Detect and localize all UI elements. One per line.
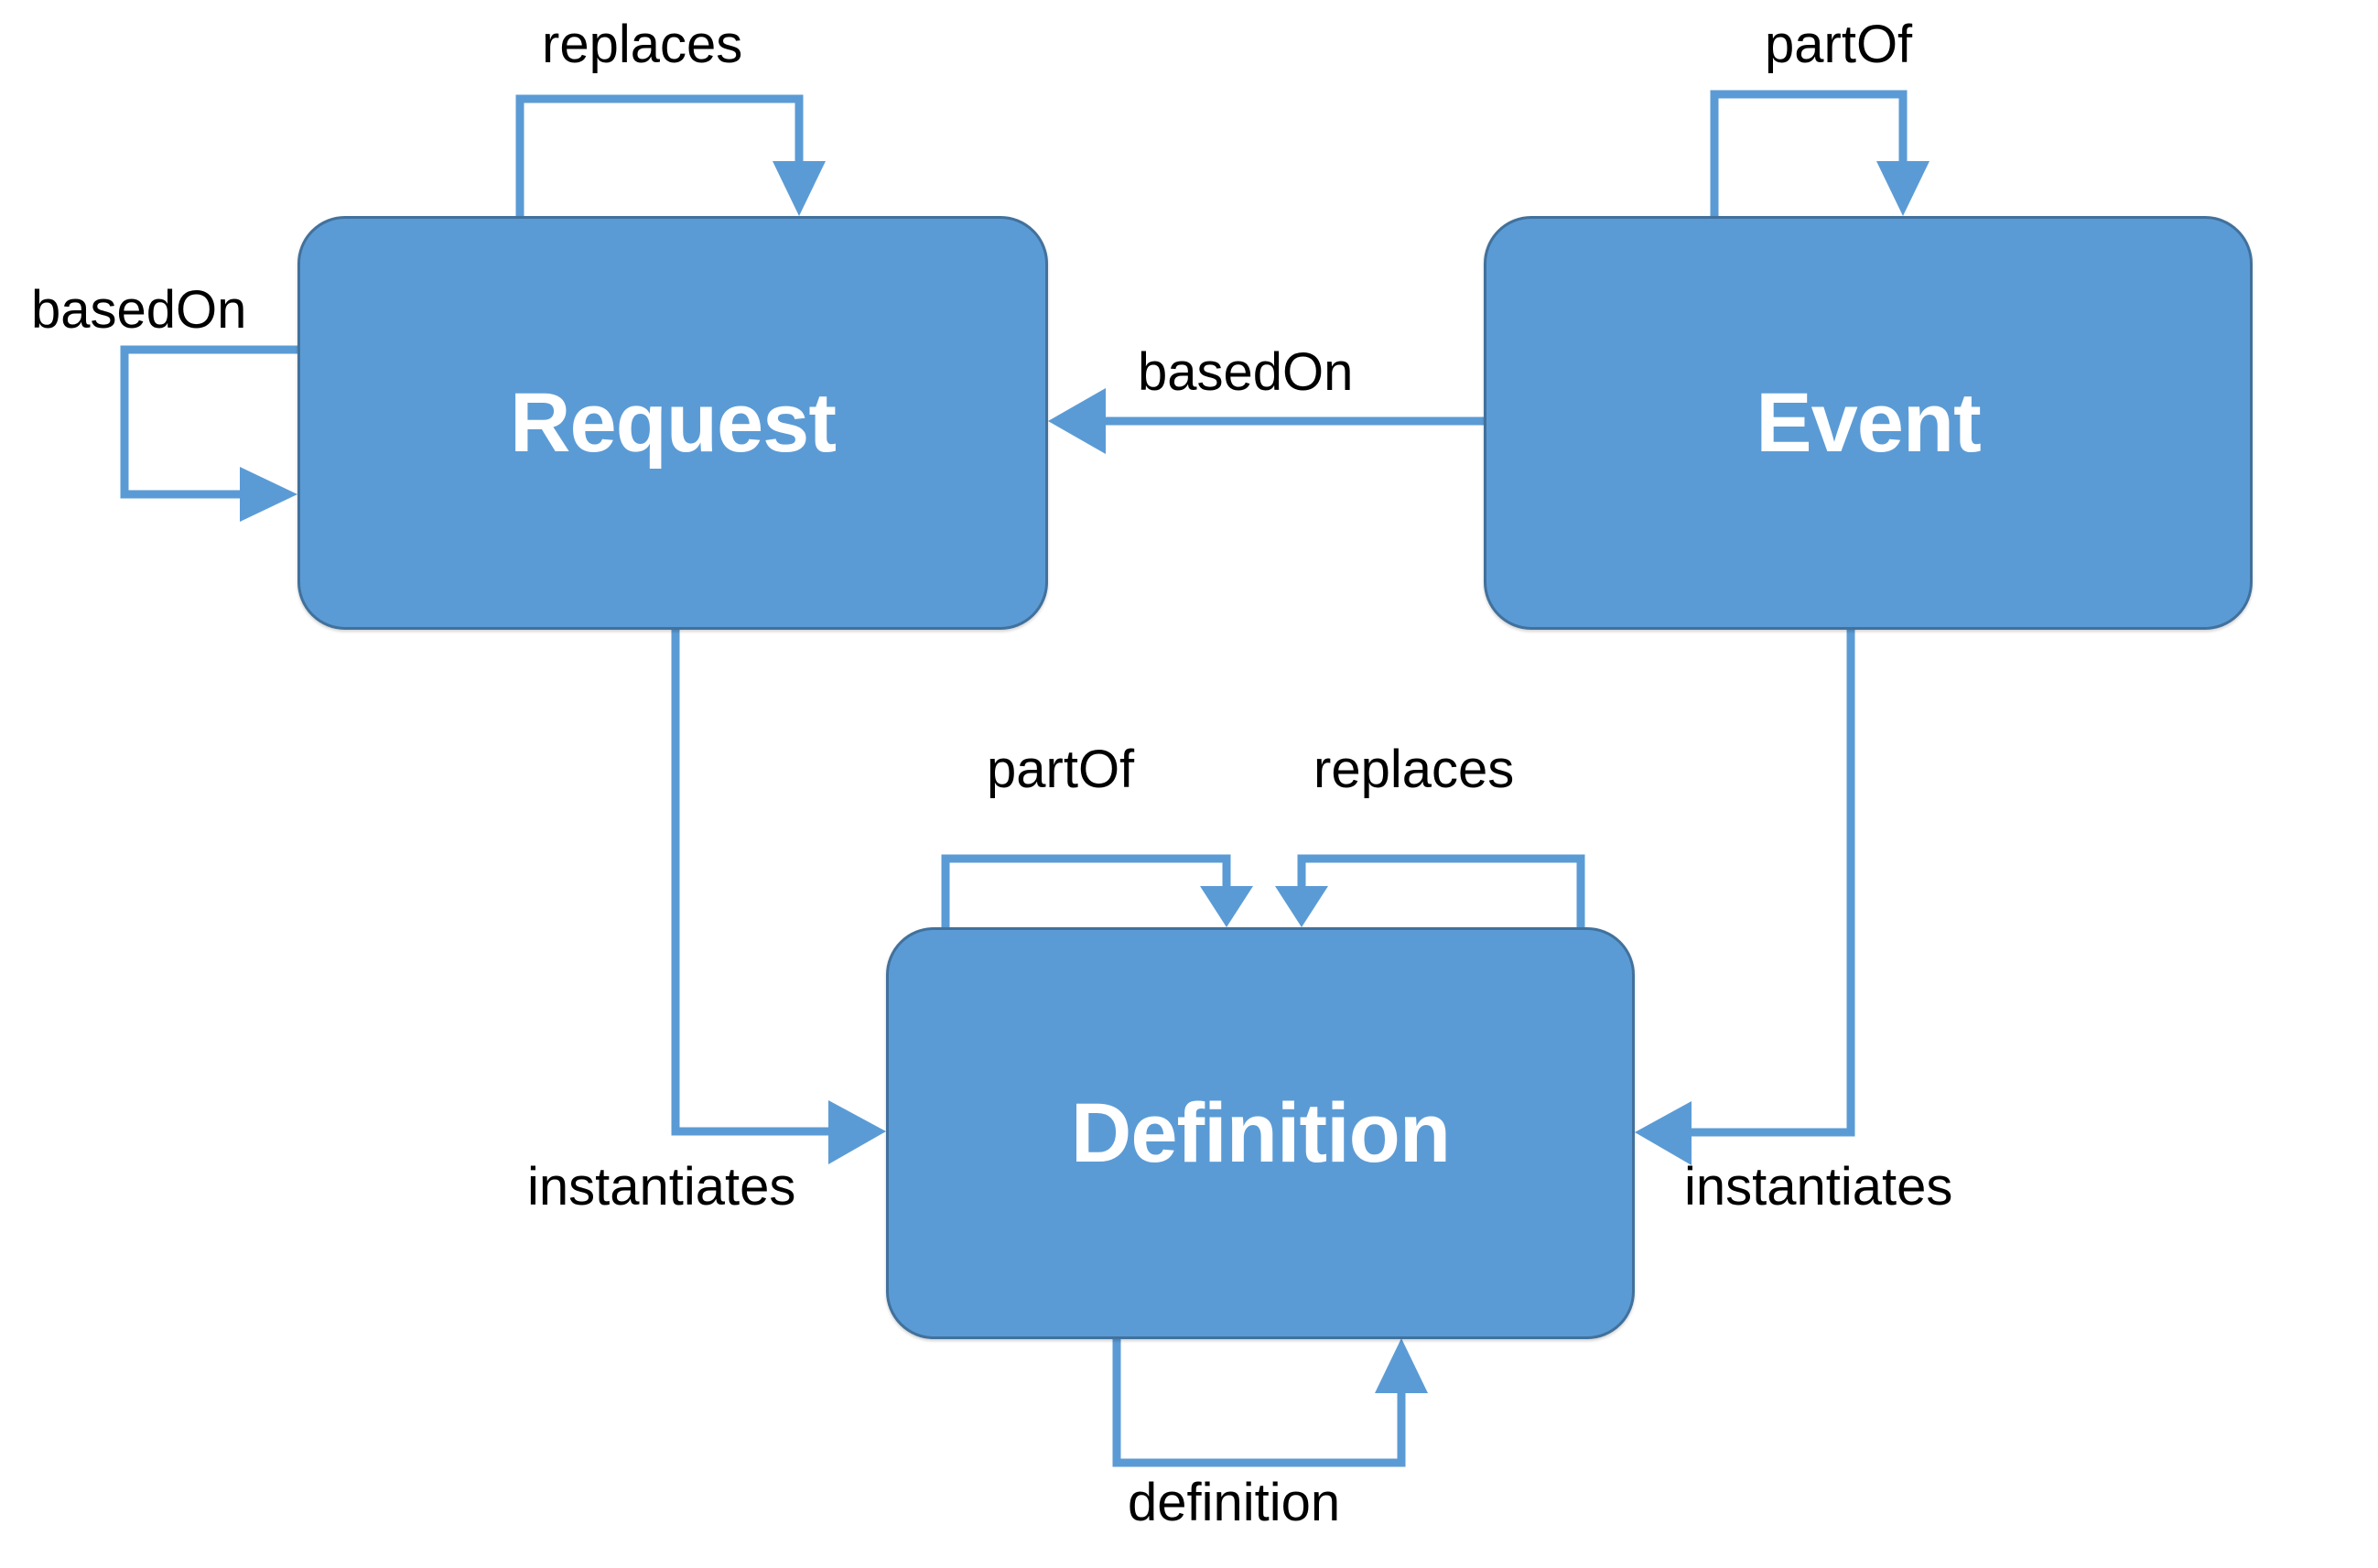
- edge-event-instantiates: [1635, 630, 1855, 1165]
- edge-label-request-replaces: replaces: [542, 15, 743, 74]
- edge-label-event-basedon: basedOn: [1138, 342, 1354, 402]
- edge-label-event-instantiates: instantiates: [1684, 1157, 1953, 1217]
- edge-request-replaces: [515, 94, 826, 216]
- edge-request-basedon: [120, 345, 297, 522]
- edge-label-event-partof: partOf: [1765, 15, 1913, 74]
- edge-label-definition-self: definition: [1128, 1473, 1341, 1532]
- edge-definition-self: [1112, 1338, 1428, 1467]
- edge-event-partof: [1710, 90, 1929, 216]
- edge-label-definition-replaces: replaces: [1313, 740, 1515, 799]
- node-request[interactable]: Request: [297, 216, 1048, 630]
- edge-label-request-instantiates: instantiates: [527, 1157, 796, 1217]
- edge-label-definition-partof: partOf: [987, 740, 1135, 799]
- node-request-label: Request: [510, 376, 837, 470]
- node-definition[interactable]: Definition: [886, 927, 1635, 1339]
- node-event[interactable]: Event: [1484, 216, 2253, 630]
- node-definition-label: Definition: [1070, 1087, 1451, 1180]
- node-event-label: Event: [1756, 376, 1982, 470]
- edge-definition-replaces: [1275, 854, 1585, 927]
- edge-label-request-basedon: basedOn: [31, 280, 247, 340]
- edge-event-basedon: [1048, 388, 1484, 454]
- edge-request-instantiates: [671, 630, 886, 1164]
- edge-definition-partof: [941, 854, 1253, 927]
